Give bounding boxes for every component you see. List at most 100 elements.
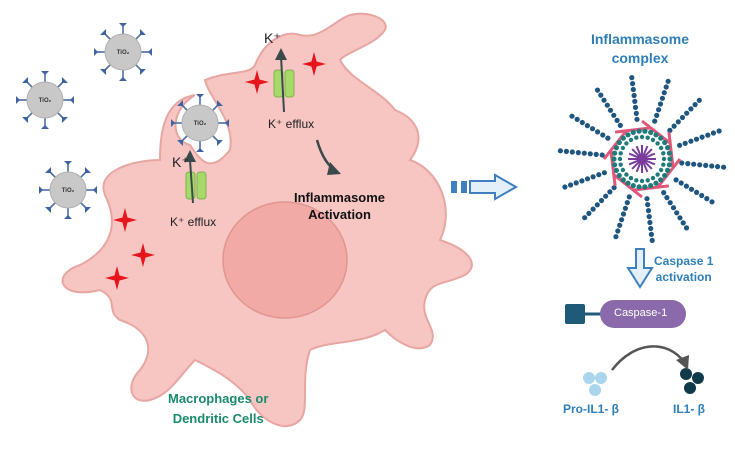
ring-dot [653,180,659,186]
spoke-dot [678,180,684,186]
spoke-dot [590,174,596,180]
spoke-dot [644,196,650,202]
ring-dot [655,141,660,146]
spoke-dot [688,138,694,144]
spoke-dot [675,119,681,125]
ring-dot [650,175,656,181]
spoke-dot [598,197,605,204]
spoke-dot [632,98,638,104]
ring-dot [661,156,667,162]
spoke-dot [646,214,652,220]
caspase-1-label: Caspase-1 [614,307,668,319]
spoke-dot [630,81,636,87]
spoke-dot [632,104,639,110]
caspase-activation-arrow-icon [626,248,654,289]
ring-dot [616,172,622,179]
spoke-dot [716,128,722,134]
spoke-dot [603,193,609,199]
tio2-particle-2: TiO₂ [15,70,75,130]
spoke-dot [699,192,705,199]
k-efflux-label-top: K⁺ efflux [268,117,315,131]
ring-dot [613,167,619,173]
inflammasome-complex-title: Inflammasome complex [590,31,690,66]
inflammasome-activation-label: Inflammasome Activation [294,190,386,222]
ring-dot [653,132,659,138]
spoke-dot [670,205,677,211]
spoke-dot [622,205,628,211]
spoke-dot [709,199,715,205]
spoke-dot [624,200,630,206]
ring-dot [636,128,642,134]
spoke-dot [691,161,697,167]
caspase-activation-label: Caspase 1 activation [654,254,714,284]
spoke-dot [589,126,596,132]
spoke-dot [562,184,568,190]
complex-segment [613,174,643,199]
ring-dot [648,183,654,189]
spoke-dot [645,202,651,208]
ring-dot [634,135,639,140]
ring-dot [650,137,656,143]
spoke-dot [677,142,683,148]
spoke-dot [694,189,700,195]
spoke-dot [598,92,604,98]
ring-dot [620,145,626,151]
spoke-dot [563,148,569,154]
spoke-dot [648,225,654,232]
ring-dot [613,145,619,151]
ring-dot [620,177,626,183]
spoke-dot [657,101,664,107]
tio2-particle-3: TiO₂ [170,93,230,153]
spoke-dot [582,215,588,221]
ring-dot [628,137,634,143]
spoke-dot [587,151,593,157]
spoke-dot [679,160,685,166]
spoke-dot [673,177,679,183]
ring-dot [666,150,672,156]
spoke-dot [648,231,654,237]
spoke-dot [568,182,574,188]
spoke-dot [715,164,721,170]
spoke-dot [607,189,613,195]
spoke-dot [607,107,614,113]
ring-dot [616,139,622,146]
spoke-dot [661,190,667,196]
inflammasome-complex-graphic [557,75,727,243]
spoke-dot [696,97,702,103]
ring-dot [620,167,626,173]
spoke-dot [721,164,727,170]
ring-dot [611,156,617,162]
spoke-dot [574,116,580,122]
spoke-dot [584,123,590,129]
spoke-dot [661,90,667,96]
ring-dot [624,172,629,177]
ring-dot [658,145,664,151]
spoke-dot [679,114,686,121]
ring-dot [620,135,626,141]
ring-dot [665,145,671,151]
spoke-dot [581,150,587,156]
caspase-1-protein [565,300,686,328]
spoke-dot [664,195,670,201]
spoke-dot [682,140,688,146]
complex-segment [667,131,675,168]
spoke-dot [647,219,653,226]
ring-dot [630,129,636,135]
ring-dot [628,175,634,181]
spoke-dot [709,163,715,169]
svg-text:TiO₂: TiO₂ [194,121,207,127]
k-channel-top [273,69,295,98]
spoke-dot [617,222,623,228]
spoke-dot [600,132,606,138]
ring-dot [661,162,666,167]
spoke-dot [631,92,637,99]
spoke-dot [656,107,662,113]
spoke-dot [599,152,605,158]
spoke-dot [573,180,579,186]
spoke-dot [626,194,632,200]
spoke-dot [692,102,698,108]
spoke-dot [579,178,585,184]
spoke-dot [683,183,689,189]
cleavage-arrow-icon [611,345,689,371]
svg-text:TiO₂: TiO₂ [117,50,130,56]
